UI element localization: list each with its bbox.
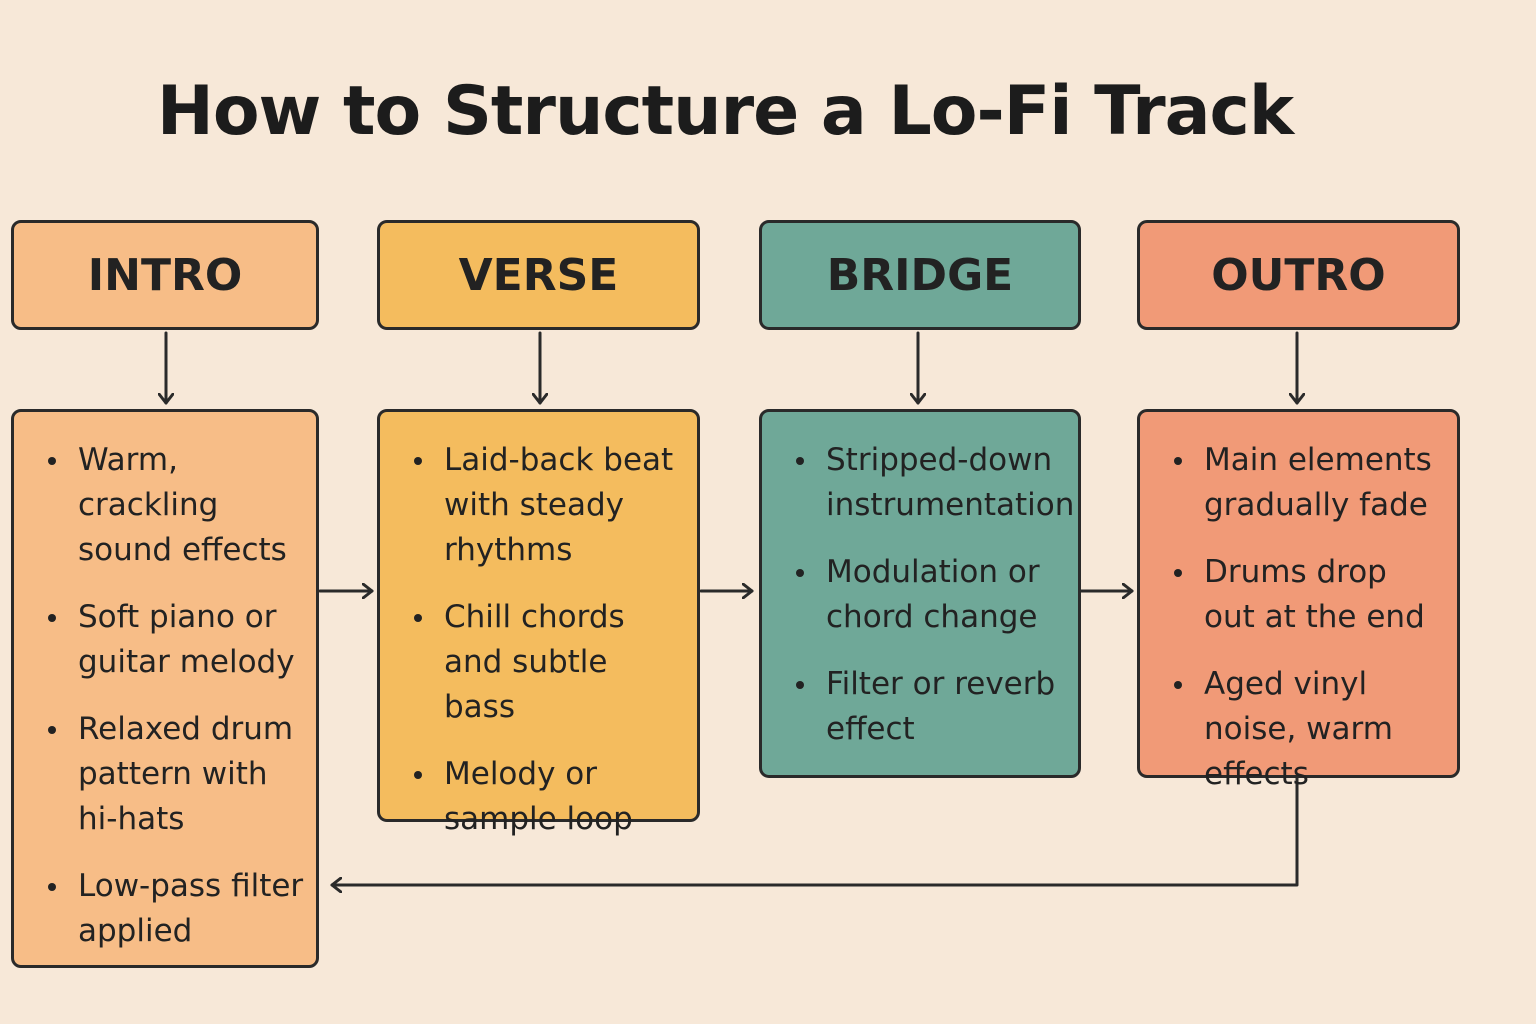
list-item: Drums drop out at the end	[1174, 550, 1447, 640]
list-item: Filter or reverb effect	[796, 662, 1068, 752]
list-item: Relaxed drum pattern with hi-hats	[48, 707, 306, 842]
bridge-header: BRIDGE	[759, 220, 1081, 330]
verse-list: Laid-back beat with steady rhythms Chill…	[414, 438, 687, 842]
verse-details: Laid-back beat with steady rhythms Chill…	[377, 409, 700, 837]
intro-header: INTRO	[11, 220, 319, 330]
list-item: Modulation or chord change	[796, 550, 1068, 640]
list-item: Warm, crackling sound effects	[48, 438, 306, 573]
bridge-list: Stripped-down instrumentation Modulation…	[796, 438, 1074, 752]
list-item: Stripped-down instrumentation	[796, 438, 1074, 528]
list-item: Soft piano or guitar melody	[48, 595, 306, 685]
list-item: Chill chords and subtle bass	[414, 595, 687, 730]
outro-label: OUTRO	[1211, 249, 1386, 301]
intro-details: Warm, crackling sound effects Soft piano…	[11, 409, 319, 968]
list-item: Laid-back beat with steady rhythms	[414, 438, 687, 573]
list-item: Low-pass filter applied	[48, 864, 306, 954]
outro-list: Main elements gradually fade Drums drop …	[1174, 438, 1447, 797]
bridge-details: Stripped-down instrumentation Modulation…	[759, 409, 1081, 778]
list-item: Melody or sample loop	[414, 752, 687, 842]
list-item: Main elements gradually fade	[1174, 438, 1447, 528]
intro-list: Warm, crackling sound effects Soft piano…	[48, 438, 306, 954]
diagram-title: How to Structure a Lo-Fi Track	[156, 72, 1294, 151]
verse-label: VERSE	[458, 249, 619, 301]
verse-header: VERSE	[377, 220, 700, 330]
list-item: Aged vinyl noise, warm effects	[1174, 662, 1447, 797]
outro-header: OUTRO	[1137, 220, 1460, 330]
outro-details: Main elements gradually fade Drums drop …	[1137, 409, 1460, 792]
intro-label: INTRO	[87, 249, 243, 301]
bridge-label: BRIDGE	[826, 249, 1014, 301]
